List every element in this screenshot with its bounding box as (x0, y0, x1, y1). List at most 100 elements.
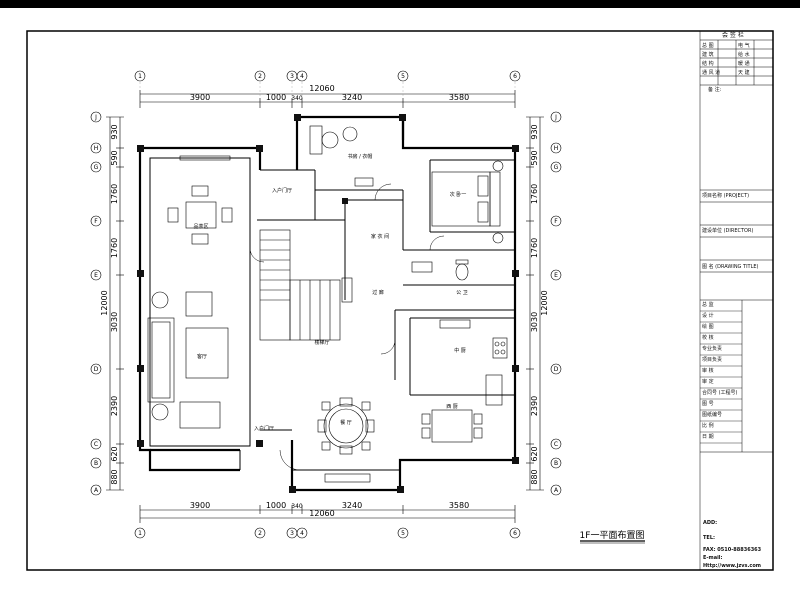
room-living: 客厅 (197, 353, 207, 360)
grid-row-f: F (94, 218, 98, 225)
grid-row-d: D (94, 366, 99, 373)
top-dim-5: 3580 (449, 93, 469, 102)
top-dim-4: 3240 (342, 93, 362, 102)
grid-col-2-bottom: 2 (258, 530, 262, 537)
grid-row-g-right: G (554, 164, 559, 171)
grid-bubbles-right (550, 111, 562, 496)
sign-row-2-b: 给 水 (738, 52, 750, 58)
room-kitchen: 中 厨 (454, 347, 466, 354)
study-furniture (309, 125, 374, 187)
top-dim-1: 3900 (190, 93, 210, 102)
sign-row-1-a: 总 图 (702, 43, 714, 49)
grid-row-c: C (94, 441, 98, 448)
grid-col-5-bottom: 5 (401, 530, 405, 537)
left-dimensions (106, 116, 124, 491)
room-foyer-bottom: 入户门厅 (254, 425, 274, 432)
email-label: E-mail: (703, 555, 723, 561)
grid-col-1-bottom: 1 (138, 530, 142, 537)
room-foyer-top: 入户门厅 (272, 187, 292, 194)
grid-col-3-bottom: 3 (290, 530, 294, 537)
grid-row-d-right: D (554, 366, 559, 373)
grid-bubbles-top (134, 70, 521, 82)
top-dim-3: 340 (291, 95, 303, 102)
role-12: 比 例 (702, 423, 714, 429)
left-dim-5: 3030 (110, 312, 119, 332)
bottom-dim-5: 3580 (449, 501, 469, 510)
grid-col-1: 1 (138, 73, 142, 80)
grid-row-c-right: C (554, 441, 558, 448)
grid-col-4: 4 (300, 73, 304, 80)
role-1: 总 监 (702, 302, 714, 308)
role-8: 审 定 (702, 379, 714, 385)
grid-row-e: E (94, 272, 98, 279)
room-corridor: 过 廊 (372, 289, 384, 296)
grid-row-a: A (94, 487, 99, 494)
grid-leaders (139, 82, 516, 98)
grid-row-b-right: B (554, 460, 558, 467)
role-4: 校 核 (702, 335, 714, 341)
grid-row-b: B (94, 460, 98, 467)
title-block: 会 签 栏 总 图 电 气 建 筑 给 水 结 构 暖 通 通 风 道 天 建 … (700, 31, 773, 570)
role-2: 设 计 (702, 313, 714, 319)
sign-row-1-b: 电 气 (738, 43, 750, 49)
fax-label: FAX: 0510-88836363 (703, 547, 762, 553)
http-label: Http://www.jzvs.com (703, 563, 762, 569)
staircase (259, 229, 341, 341)
sign-row-3-b: 暖 通 (738, 61, 750, 67)
role-9: 合同号 (工程号) (702, 390, 738, 396)
exterior-walls (138, 115, 517, 492)
bottom-total-dim: 12060 (309, 509, 334, 518)
title-block-lines (699, 31, 773, 570)
role-13: 日 期 (702, 434, 714, 440)
left-dim-6: 2390 (110, 396, 119, 416)
right-dimensions (526, 116, 544, 491)
drawing-caption: 1F一平面布置图 (580, 529, 645, 541)
grid-row-j: J (94, 114, 97, 121)
bath-fixtures (341, 259, 469, 303)
role-3: 绘 图 (702, 324, 714, 330)
role-7: 审 核 (702, 368, 714, 374)
role-11: 图纸编号 (702, 412, 723, 418)
grid-row-f-right: F (554, 218, 558, 225)
right-total-dim: 12000 (540, 290, 549, 315)
grid-col-6: 6 (513, 73, 517, 80)
room-bath: 公 卫 (456, 290, 468, 296)
bed (431, 160, 504, 244)
top-total-dim: 12060 (309, 84, 334, 93)
right-dim-3: 1760 (530, 184, 539, 204)
tea-table-set (167, 155, 233, 245)
title-block-role-rows (700, 310, 742, 444)
grid-col-2: 2 (258, 73, 262, 80)
countersign-title: 会 签 栏 (722, 32, 744, 39)
bottom-dimensions (139, 505, 516, 523)
grid-row-a-right: A (554, 487, 559, 494)
grid-col-6-bottom: 6 (513, 530, 517, 537)
sign-row-2-a: 建 筑 (702, 52, 714, 58)
top-dimensions (139, 90, 516, 108)
kitchen-fixtures (421, 319, 508, 443)
project-name-label: 项目名称 (PROJECT) (702, 193, 750, 199)
dining-table (317, 397, 375, 483)
right-dim-2: 590 (530, 150, 539, 165)
bottom-dim-4: 3240 (342, 501, 362, 510)
left-dim-8: 880 (110, 469, 119, 484)
sign-row-4-a: 通 风 道 (702, 70, 721, 76)
columns (137, 114, 519, 493)
interior-walls (149, 157, 515, 471)
room-stair: 楼梯厅 (314, 339, 329, 346)
right-dim-6: 2390 (530, 396, 539, 416)
right-dim-7: 620 (530, 446, 539, 461)
bottom-dim-1: 3900 (190, 501, 210, 510)
grid-row-h-right: H (554, 145, 559, 152)
remark-label: 备 注: (708, 87, 722, 93)
drawing-name-label: 图 名 (DRAWING TITLE) (702, 264, 759, 270)
left-dim-7: 620 (110, 446, 119, 461)
grid-bubbles-left (90, 111, 102, 496)
sign-row-3-a: 结 构 (702, 61, 714, 67)
bottom-dim-3: 340 (291, 503, 303, 510)
room-closet: 家 衣 间 (371, 233, 389, 240)
left-total-dim: 12000 (100, 290, 109, 315)
room-study: 书房 / 衣帽 (348, 153, 373, 160)
right-dim-4: 1760 (530, 238, 539, 258)
